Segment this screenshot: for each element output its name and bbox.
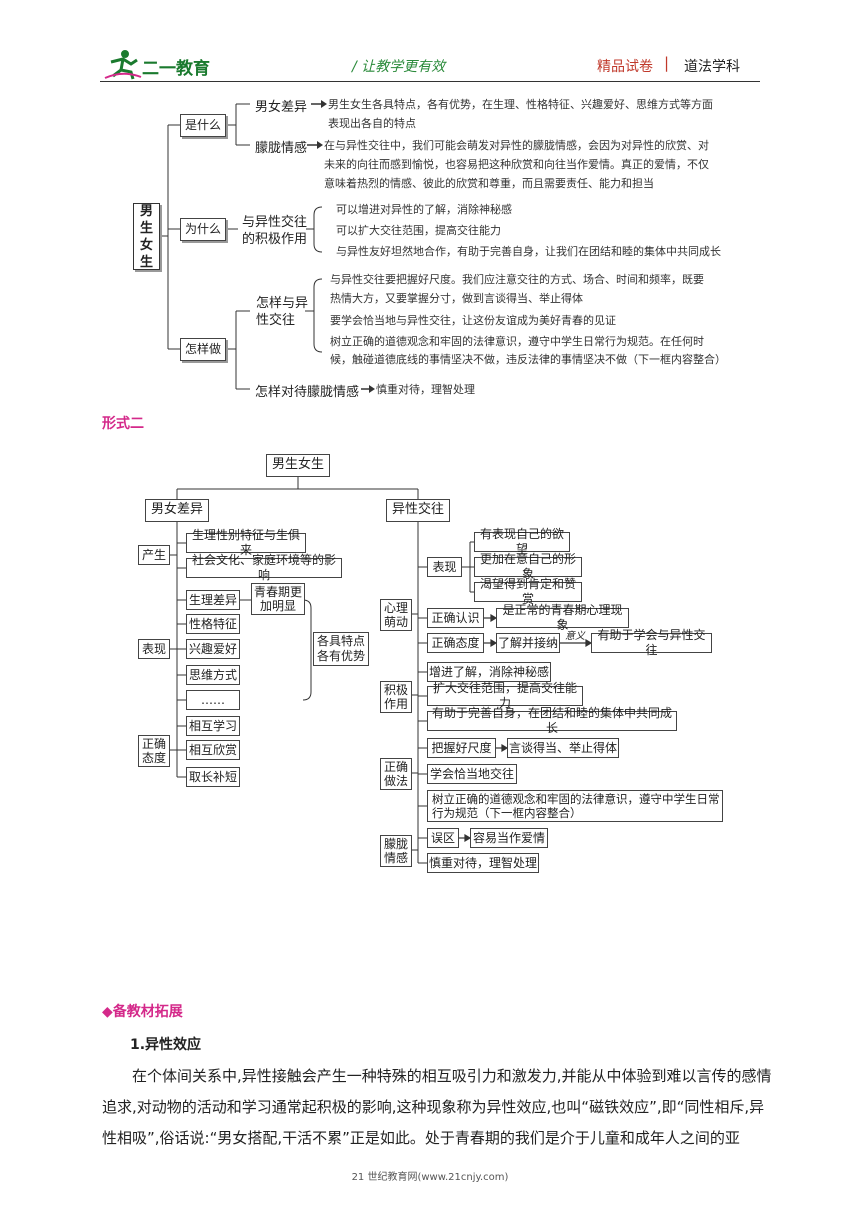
map2-do: 正确做法 bbox=[380, 758, 412, 790]
map1-diff-text-1: 男生女生各具特点，各有优势，在生理、性格特征、兴趣爱好、思维方式等方面 bbox=[328, 98, 713, 111]
map1-diff-text-2: 表现出各自的特点 bbox=[328, 117, 416, 130]
map1-hazy-how-text: 慎重对待，理智处理 bbox=[376, 383, 475, 396]
header-rule bbox=[100, 81, 760, 82]
map2-psy-show: 表现 bbox=[427, 557, 462, 577]
footer: 21 世纪教育网(www.21cnjy.com) bbox=[351, 1172, 509, 1183]
map2-show-4: 思维方式 bbox=[186, 665, 240, 685]
map2-hazy-2: 慎重对待，理智处理 bbox=[427, 853, 539, 873]
logo bbox=[103, 48, 233, 80]
map2-show-1b: 青春期更加明显 bbox=[251, 583, 305, 615]
map1-why: 为什么 bbox=[180, 218, 226, 241]
map2-positive: 积极作用 bbox=[380, 681, 412, 713]
map2-origin-1: 生理性别特征与生俱来 bbox=[186, 528, 306, 557]
running-man-icon bbox=[104, 50, 142, 80]
map1-how-label-1: 怎样与异 bbox=[256, 296, 309, 311]
map1-why-label-2: 的积极作用 bbox=[242, 232, 308, 247]
map1-how-item-1a: 与异性交往要把握好尺度。我们应注意交往的方式、场合、时间和频率，既要 bbox=[330, 273, 704, 286]
map2-att-3: 取长补短 bbox=[186, 767, 240, 787]
map1-why-item-1: 可以增进对异性的了解，消除神秘感 bbox=[336, 203, 512, 216]
map2-hazy-1: 误区 bbox=[427, 828, 459, 848]
slogan: / 让教学更有效 bbox=[352, 59, 446, 75]
map2-psy-att-1: 了解并接纳 bbox=[496, 633, 560, 653]
map2-show: 表现 bbox=[138, 639, 170, 659]
map1-why-item-2: 可以扩大交往范围，提高交往能力 bbox=[336, 224, 501, 237]
map2-psy-show-2: 更加在意自己的形象 bbox=[474, 552, 582, 581]
map1-how-item-1b: 热情大方，又要掌握分寸，做到言谈得当、举止得体 bbox=[330, 292, 583, 305]
map2-root: 男生女生 bbox=[266, 454, 330, 477]
map2-meaning-label: 意义 bbox=[565, 631, 585, 642]
map2-show-summary: 各具特点各有优势 bbox=[313, 632, 369, 666]
map1-why-item-3: 与异性友好坦然地合作，有助于完善自身，让我们在团结和睦的集体中共同成长 bbox=[336, 245, 721, 258]
map2-show-2: 性格特征 bbox=[186, 614, 240, 634]
section-subheading: 1.异性效应 bbox=[130, 1037, 202, 1053]
map2-psy-show-1: 有表现自己的欲望 bbox=[474, 527, 570, 556]
map1-why-label-1: 与异性交往 bbox=[242, 215, 308, 230]
map2-psy-know: 正确认识 bbox=[427, 608, 484, 628]
map2-hazy: 朦胧情感 bbox=[380, 835, 412, 867]
logo-text: 二一教育 bbox=[142, 59, 210, 79]
map1-hazy-label: 朦胧情感 bbox=[255, 141, 308, 156]
map1-hazy-text-1: 在与异性交往中，我们可能会萌发对异性的朦胧情感，会因为对异性的欣赏、对 bbox=[324, 139, 709, 152]
map2-origin-2: 社会文化、家庭环境等的影响 bbox=[186, 553, 342, 582]
map2-attitude: 正确态度 bbox=[138, 735, 170, 767]
map2-psy-know-1: 是正常的青春期心理现象 bbox=[496, 603, 629, 632]
map1-what: 是什么 bbox=[180, 114, 226, 137]
map2-psy-att: 正确态度 bbox=[427, 633, 484, 653]
map1-hazy-how-label: 怎样对待朦胧情感 bbox=[255, 385, 360, 400]
map2-do-3: 树立正确的道德观念和牢固的法律意识，遵守中学生日常行为规范（下一框内容整合） bbox=[427, 790, 723, 822]
brand-label: 精品试卷 bbox=[597, 59, 653, 75]
map2-psy: 心理萌动 bbox=[380, 599, 412, 631]
map2-show-5: …… bbox=[186, 690, 240, 710]
map1-how-item-3a: 树立正确的道德观念和牢固的法律意识，遵守中学生日常行为规范。在任何时 bbox=[330, 335, 704, 348]
map1-hazy-text-3: 意味着热烈的情感、彼此的欣赏和尊重，而且需要责任、能力和担当 bbox=[324, 177, 654, 190]
brand-separator: | bbox=[664, 54, 670, 72]
map2-att-1: 相互学习 bbox=[186, 716, 240, 736]
map2-show-1: 生理差异 bbox=[186, 590, 240, 610]
map2-show-3: 兴趣爱好 bbox=[186, 639, 240, 659]
map1-hazy-text-2: 未来的向往而感到愉悦，也容易把这种欣赏和向往当作爱情。真正的爱情，不仅 bbox=[324, 158, 709, 171]
map2-pos-3: 有助于完善自身，在团结和睦的集体中共同成长 bbox=[427, 706, 677, 735]
map2-do-1b: 言谈得当、举止得体 bbox=[507, 738, 619, 758]
map1-how: 怎样做 bbox=[180, 338, 226, 361]
map2-psy-att-2: 有助于学会与异性交往 bbox=[591, 628, 712, 657]
map2-do-1: 把握好尺度 bbox=[427, 738, 496, 758]
section-heading: ◆备教材拓展 bbox=[102, 1004, 183, 1020]
map2-origin: 产生 bbox=[138, 545, 170, 565]
map1-how-item-3b: 候，触碰道德底线的事情坚决不做，违反法律的事情坚决不做（下一框内容整合） bbox=[330, 353, 726, 366]
map1-root: 男生女生 bbox=[133, 203, 160, 270]
map2-left-head: 男女差异 bbox=[145, 499, 209, 522]
map1-how-label-2: 性交往 bbox=[256, 313, 296, 328]
map2-psy-show-3: 渴望得到肯定和赞赏 bbox=[474, 577, 582, 606]
subject-label: 道法学科 bbox=[684, 59, 740, 75]
section-paragraph: 在个体间关系中,异性接触会产生一种特殊的相互吸引力和激发力,并能从中体验到难以言… bbox=[102, 1067, 772, 1147]
form2-label: 形式二 bbox=[102, 416, 144, 432]
map1-diff-label: 男女差异 bbox=[255, 100, 308, 115]
map2-pos-1: 增进了解，消除神秘感 bbox=[427, 662, 551, 682]
map2-pos-2: 扩大交往范围，提高交往能力 bbox=[427, 681, 583, 710]
map2-right-head: 异性交往 bbox=[386, 499, 450, 522]
map2-att-2: 相互欣赏 bbox=[186, 740, 240, 760]
map1-how-item-2: 要学会恰当地与异性交往，让这份友谊成为美好青春的见证 bbox=[330, 314, 616, 327]
map2-hazy-1b: 容易当作爱情 bbox=[470, 828, 548, 848]
map2-do-2: 学会恰当地交往 bbox=[427, 764, 517, 784]
